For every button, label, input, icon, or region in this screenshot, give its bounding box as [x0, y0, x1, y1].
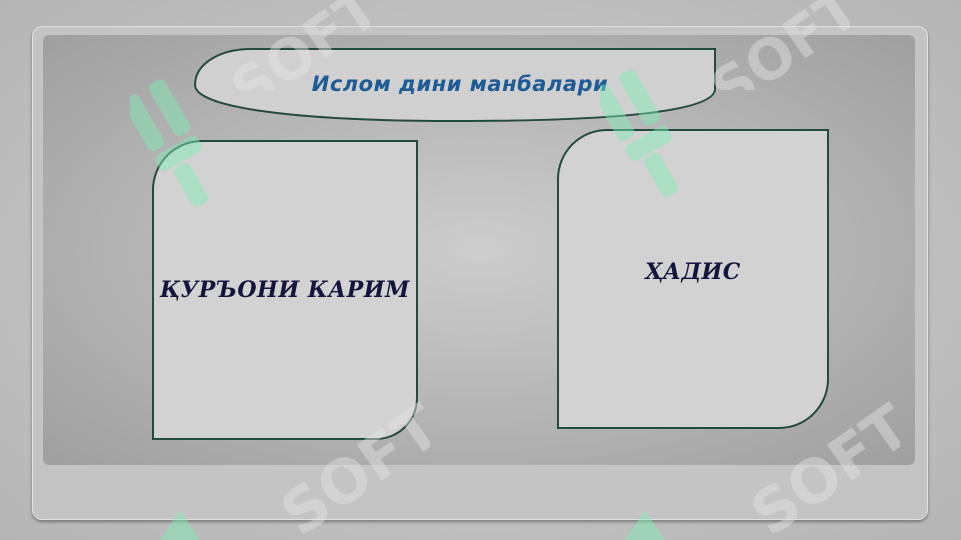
card-hadith: ҲАДИС [557, 129, 829, 429]
title-shape [193, 48, 716, 123]
card-quran: ҚУРЪОНИ КАРИМ [152, 140, 418, 440]
card-quran-label: ҚУРЪОНИ КАРИМ [160, 277, 410, 303]
page-title: Ислом дини манбалари [311, 72, 609, 96]
card-hadith-label: ҲАДИС [645, 259, 741, 285]
